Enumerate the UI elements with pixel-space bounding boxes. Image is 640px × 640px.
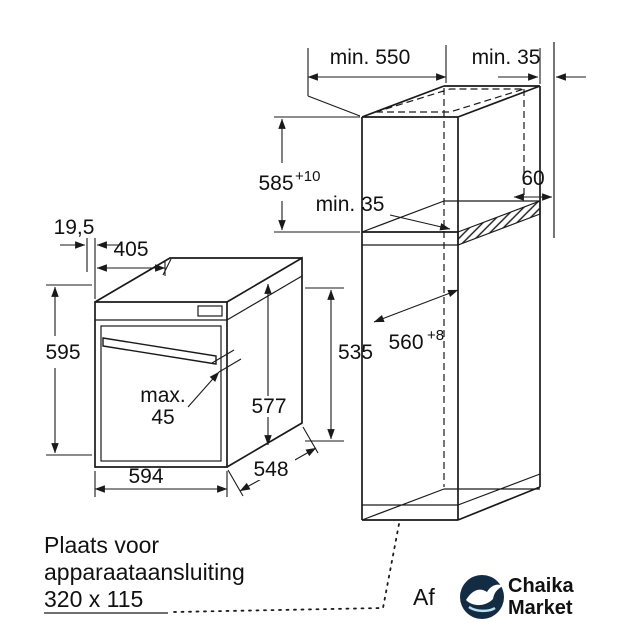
oven-drawing	[94, 256, 303, 468]
note-leader-dotted	[173, 523, 400, 613]
dim-niche-height-tolerance: +10	[295, 168, 320, 185]
oven-door-handle	[102, 337, 217, 365]
dim-door-protrusion-extensions	[86, 238, 96, 299]
dim-vent-gap-label: min. 35	[316, 193, 385, 216]
oven-door-frame	[100, 325, 222, 462]
oven-outline	[94, 256, 303, 468]
dim-handle-max-label: max.	[140, 384, 186, 407]
dim-vent-depth-label: 60	[521, 167, 544, 190]
dim-niche-height-label: 585	[258, 172, 293, 195]
dim-cabinet-depth-label: min. 550	[330, 46, 411, 69]
note-line-3: 320 x 115	[44, 586, 143, 612]
logo-name-line-1: Chaika	[508, 575, 574, 597]
chaika-market-logo: Chaika Market	[460, 575, 574, 619]
dim-oven-height-extensions	[46, 284, 92, 456]
dim-door-height-label: 577	[251, 395, 286, 418]
vent-hatched-strip	[457, 200, 541, 246]
dim-top-depth-extensions	[162, 258, 172, 276]
installation-note: Plaats voor apparaataansluiting 320 x 11…	[44, 523, 435, 614]
dim-oven-height-label: 595	[45, 341, 80, 364]
cabinet-dimensions: min. 550 min. 35 585 +10 min. 35 60 560 …	[258, 45, 586, 354]
dim-oven-depth-mask	[247, 459, 295, 480]
dim-rear-height-label: 535	[338, 341, 373, 364]
dim-handle-value-label: 45	[151, 406, 174, 429]
dim-niche-height-extensions	[274, 116, 360, 233]
wave-icon	[468, 605, 496, 613]
dim-rear-height-extensions	[305, 287, 344, 442]
cabinet-drawing	[361, 42, 555, 521]
dim-door-height-mask	[246, 396, 292, 417]
note-line-2: apparaataansluiting	[44, 559, 245, 585]
cabinet-interior-lines	[361, 200, 541, 521]
oven-dimensions: 19,5 405 595 594 548 577 535 max. 45	[45, 216, 373, 497]
dim-door-protrusion-label: 19,5	[54, 216, 95, 239]
dim-lower-depth-label: 560	[388, 331, 423, 354]
dim-handle-ticks	[211, 349, 242, 373]
dim-vent-gap-leader	[389, 214, 451, 231]
dim-handle-leader	[187, 371, 220, 408]
dim-oven-depth-label: 548	[253, 458, 288, 481]
cabinet-hidden-lines	[375, 88, 525, 487]
dim-lower-depth-arrow	[373, 289, 459, 323]
oven-display	[197, 305, 223, 317]
note-line-1: Plaats voor	[44, 532, 159, 558]
dim-oven-width-label: 594	[128, 465, 163, 488]
af-label: Af	[413, 584, 435, 610]
seagull-icon	[466, 584, 503, 606]
dim-lower-depth-tolerance: +8	[427, 327, 444, 344]
logo-name-line-2: Market	[508, 597, 573, 619]
dim-top-depth-label: 405	[113, 238, 148, 261]
cabinet-outline	[361, 85, 541, 521]
dim-wall-gap-label: min. 35	[472, 46, 541, 69]
